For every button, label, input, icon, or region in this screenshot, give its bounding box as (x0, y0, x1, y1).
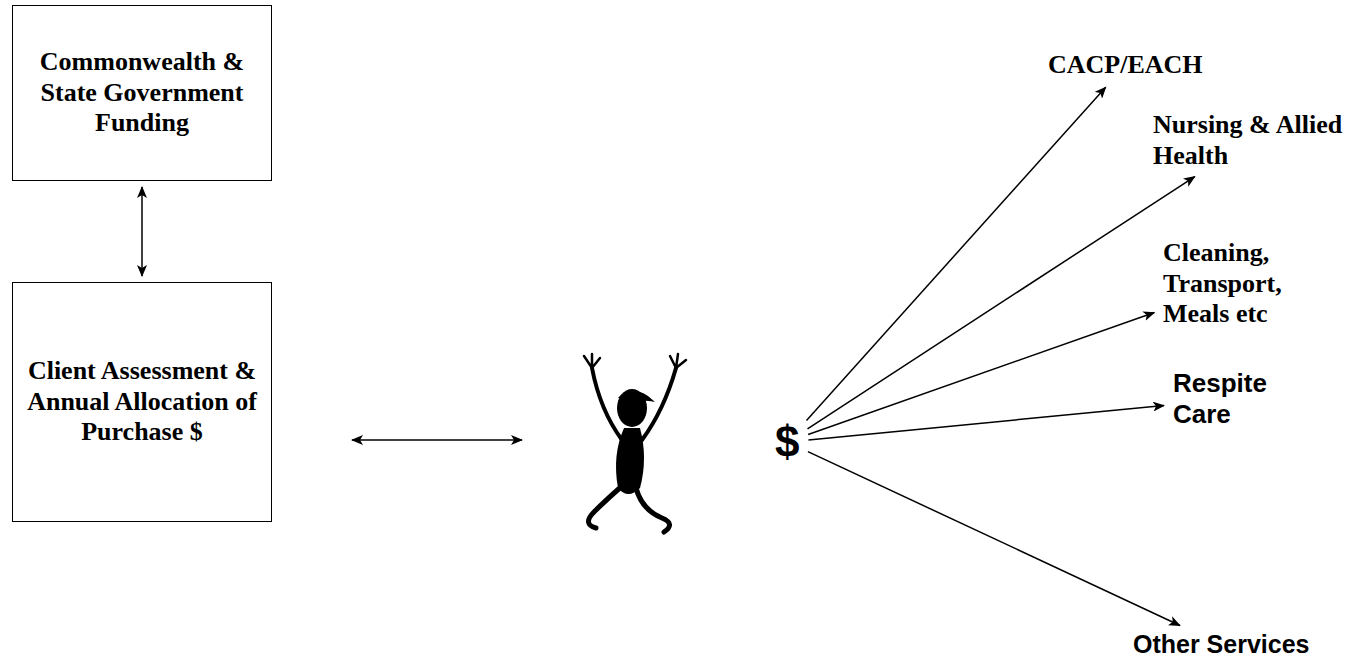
label-text: Respite Care (1173, 368, 1297, 429)
service-label: CACP/EACH (1045, 48, 1206, 83)
box-text: Commonwealth & State Government Funding (25, 47, 259, 139)
process-box: Commonwealth & State Government Funding (12, 5, 272, 181)
connector-arrow (808, 177, 1195, 429)
connector-arrow (808, 452, 1180, 626)
label-text: Cleaning, Transport, Meals etc (1163, 238, 1307, 330)
label-text: Other Services (1133, 630, 1310, 660)
process-box: Client Assessment & Annual Allocation of… (12, 282, 272, 522)
stick-figure (584, 354, 686, 532)
connector-arrow (806, 87, 1105, 420)
label-text: $ (775, 416, 799, 468)
service-label: Other Services (1130, 628, 1313, 662)
illustration (352, 354, 686, 532)
label-text: CACP/EACH (1048, 50, 1203, 81)
connector-arrow (808, 406, 1164, 440)
label-text: Nursing & Allied Health (1153, 110, 1347, 171)
service-label: Respite Care (1170, 366, 1300, 431)
service-label: Cleaning, Transport, Meals etc (1160, 236, 1310, 332)
box-text: Client Assessment & Annual Allocation of… (25, 356, 259, 448)
service-label: Nursing & Allied Health (1150, 108, 1350, 173)
money-symbol: $ (772, 414, 802, 470)
double-arrow (352, 439, 522, 441)
connector-arrow (808, 312, 1154, 434)
connector-arrow (141, 187, 143, 276)
